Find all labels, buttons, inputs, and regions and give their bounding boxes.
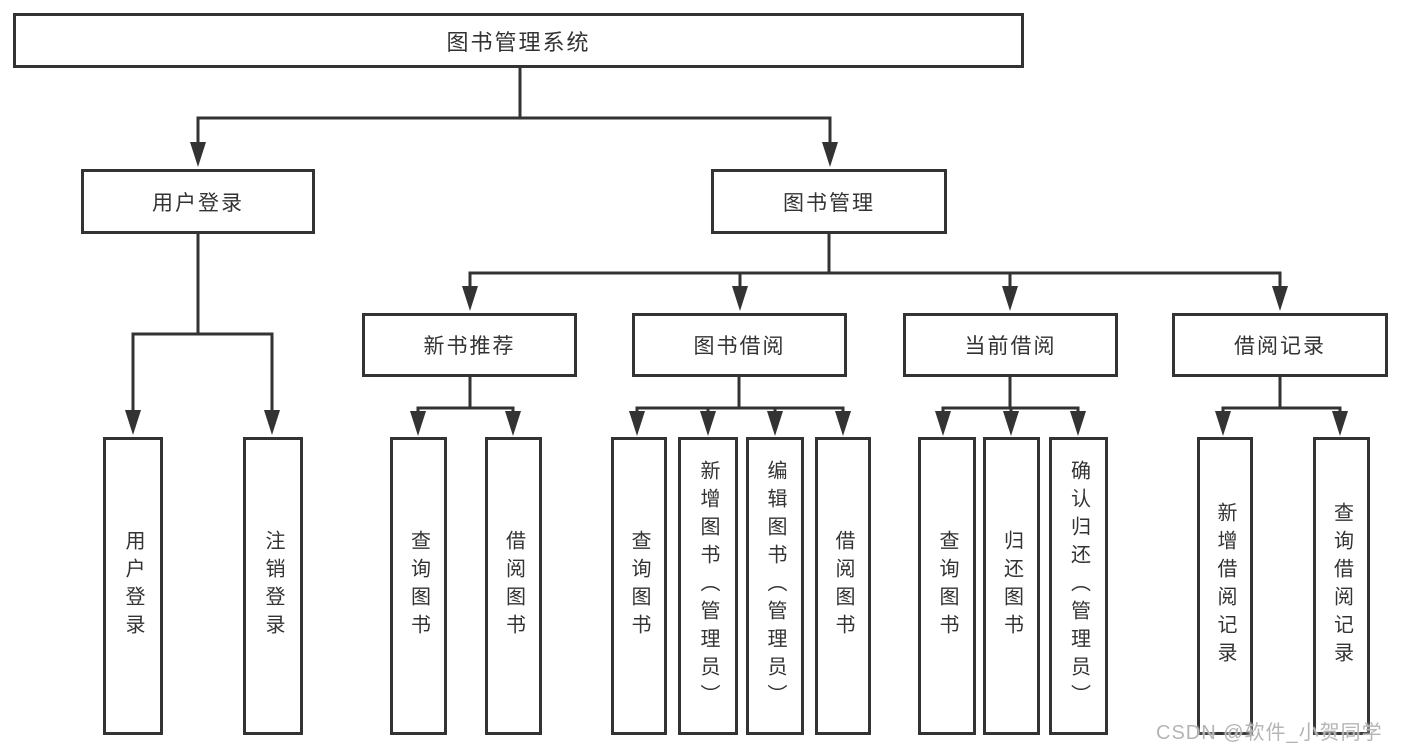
leaf-user-login: 用户登录: [103, 437, 163, 735]
leaf-label: 新增借阅记录: [1214, 502, 1236, 670]
leaf-borrow-books: 借阅图书: [815, 437, 871, 735]
leaf-query-books-current: 查询图书: [918, 437, 976, 735]
connector-book-management-to-level2: [462, 233, 1288, 311]
leaf-borrow-books-recommend: 借阅图书: [485, 437, 542, 735]
leaf-add-books-admin: 新增图书（管理员）: [678, 437, 738, 735]
node-label: 图书借阅: [693, 335, 786, 358]
leaf-label: 查询图书: [407, 530, 430, 642]
leaf-return-books: 归还图书: [983, 437, 1040, 735]
leaf-label: 注销登录: [262, 530, 284, 642]
node-book-borrowing: 图书借阅: [632, 313, 847, 377]
node-new-book-recommend: 新书推荐: [362, 313, 577, 377]
leaf-confirm-return-admin: 确认归还（管理员）: [1049, 437, 1108, 735]
leaf-label: 查询图书: [628, 530, 650, 642]
leaf-label: 借阅图书: [832, 530, 854, 642]
leaf-logout: 注销登录: [243, 437, 303, 735]
connector-root-to-level1: [190, 68, 838, 167]
leaf-query-books-borrowing: 查询图书: [611, 437, 667, 735]
node-borrowing-records: 借阅记录: [1172, 313, 1388, 377]
leaf-label: 新增图书（管理员）: [697, 460, 719, 712]
leaf-label: 查询借阅记录: [1330, 502, 1353, 670]
connector-borrowing-records-to-leaves: [1215, 376, 1348, 436]
leaf-query-books-recommend: 查询图书: [390, 437, 447, 735]
node-label: 借阅记录: [1234, 335, 1326, 358]
leaf-edit-books-admin: 编辑图书（管理员）: [746, 437, 804, 735]
connector-book-borrowing-to-leaves: [629, 376, 851, 436]
node-book-management: 图书管理: [711, 169, 947, 234]
node-label: 用户登录: [152, 191, 244, 215]
leaf-label: 用户登录: [122, 530, 144, 642]
node-label: 图书管理系统: [446, 29, 591, 55]
connector-user-login-to-leaves: [125, 233, 280, 435]
node-library-management-system: 图书管理系统: [13, 13, 1024, 68]
leaf-label: 编辑图书（管理员）: [764, 460, 786, 712]
csdn-watermark: CSDN @软件_小贺同学: [1156, 722, 1383, 744]
node-current-borrowing: 当前借阅: [903, 313, 1118, 377]
node-label: 当前借阅: [964, 335, 1057, 358]
leaf-label: 查询图书: [936, 530, 958, 642]
leaf-label: 借阅图书: [502, 530, 525, 642]
leaf-label: 归还图书: [1000, 530, 1023, 642]
node-label: 新书推荐: [423, 335, 516, 358]
leaf-add-borrow-record: 新增借阅记录: [1197, 437, 1253, 735]
connector-current-borrowing-to-leaves: [935, 376, 1086, 436]
node-label: 图书管理: [783, 191, 875, 215]
leaf-query-borrow-record: 查询借阅记录: [1313, 437, 1370, 735]
node-user-login: 用户登录: [81, 169, 315, 234]
connector-new-book-recommend-to-leaves: [410, 376, 521, 436]
leaf-label: 确认归还（管理员）: [1067, 460, 1090, 712]
